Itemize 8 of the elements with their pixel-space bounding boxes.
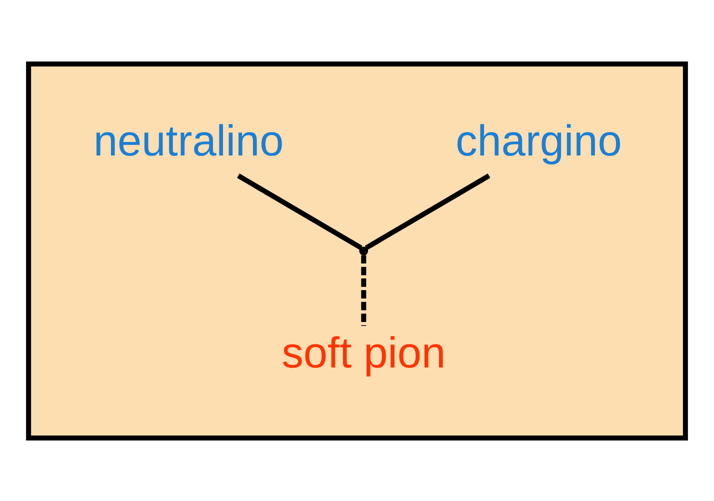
node-text: chargino <box>456 116 622 165</box>
connector <box>364 173 490 250</box>
connector <box>361 254 366 326</box>
cluster <box>26 61 688 440</box>
node-text: soft pion <box>282 329 446 378</box>
node-text: neutralino <box>93 116 284 165</box>
node-point <box>359 246 368 255</box>
connector <box>237 173 362 250</box>
